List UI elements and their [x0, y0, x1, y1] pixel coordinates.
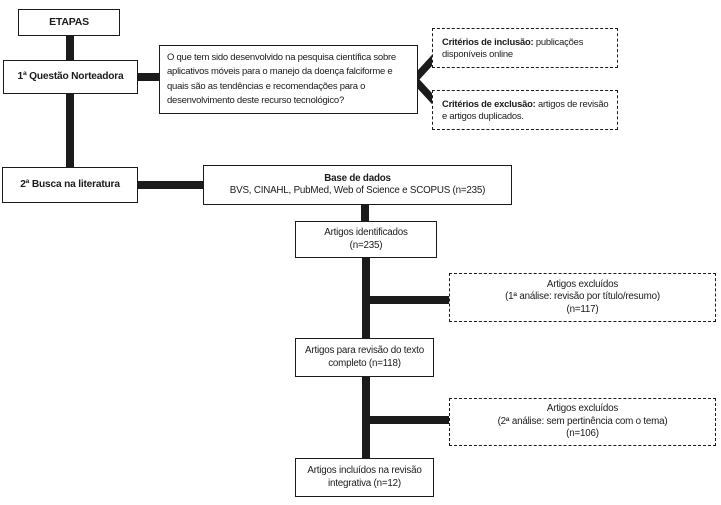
- criterios-exclusao-detail: artigos de revisão e artigos duplicados.: [442, 98, 609, 121]
- base-dados-detail: BVS, CINAHL, PubMed, Web of Science e SC…: [229, 185, 486, 196]
- etapas-box: ETAPAS: [18, 9, 120, 36]
- connector-questao-pergunta: [136, 73, 160, 81]
- criterios-inclusao-box: Critérios de inclusão: publicações dispo…: [432, 28, 618, 68]
- artigos-incluidos-box: Artigos incluídos na revisão integrativa…: [295, 458, 434, 497]
- base-dados-title: Base de dados: [324, 172, 391, 184]
- busca-literatura-box: 2ª Busca na literatura: [2, 167, 138, 203]
- artigos-excluidos-1-line1: Artigos excluídos: [546, 278, 619, 290]
- artigos-excluidos-2-line1: Artigos excluídos: [546, 403, 619, 415]
- artigos-excluidos-2-line3: (n=106): [566, 428, 599, 440]
- connector-etapas-questao: [66, 34, 74, 61]
- artigos-incluidos-label: Artigos incluídos na revisão integrativa…: [307, 465, 422, 489]
- criterios-inclusao-label: Critérios de inclusão:: [442, 36, 534, 47]
- connector-busca-basedados: [136, 181, 204, 189]
- criterios-inclusao-text: Critérios de inclusão: publicações dispo…: [442, 36, 611, 60]
- revisao-texto-completo-label: Artigos para revisão do texto completo (…: [305, 345, 424, 369]
- connector-spine-excluidos2: [366, 416, 450, 424]
- pergunta-line2: aplicativos móveis para o manejo da doen…: [167, 66, 393, 78]
- criterios-exclusao-label: Critérios de exclusão:: [442, 98, 536, 109]
- artigos-excluidos-2-box: Artigos excluídos (2ª análise: sem perti…: [449, 398, 716, 446]
- base-dados-box: Base de dados BVS, CINAHL, PubMed, Web o…: [203, 165, 512, 205]
- artigos-excluidos-1-box: Artigos excluídos (1ª análise: revisão p…: [449, 273, 716, 322]
- criterios-inclusao-detail: publicações disponíveis online: [442, 36, 584, 59]
- artigos-excluidos-1-line2: (1ª análise: revisão por título/resumo): [505, 291, 660, 303]
- criterios-exclusao-box: Critérios de exclusão: artigos de revisã…: [432, 90, 618, 130]
- artigos-excluidos-2-line2: (2ª análise: sem pertinência com o tema): [497, 415, 668, 427]
- artigos-identificados-line2: (n=235): [349, 239, 383, 251]
- artigos-excluidos-1-line3: (n=117): [566, 303, 599, 315]
- etapas-label: ETAPAS: [49, 16, 89, 29]
- pergunta-line1: O que tem sido desenvolvido na pesquisa …: [167, 52, 396, 64]
- pergunta-line3: quais são as tendências e recomendações …: [167, 80, 366, 92]
- connector-questao-busca: [66, 93, 74, 168]
- revisao-texto-completo-box: Artigos para revisão do texto completo (…: [295, 338, 434, 377]
- questao-norteadora-label: 1ª Questão Norteadora: [17, 70, 124, 82]
- connector-spine-excluidos1: [366, 296, 450, 304]
- questao-norteadora-box: 1ª Questão Norteadora: [3, 60, 138, 94]
- connector-basedados-identificados: [361, 204, 369, 222]
- pergunta-line4: desenvolvimento deste recurso tecnológic…: [167, 94, 344, 106]
- pergunta-box: O que tem sido desenvolvido na pesquisa …: [159, 45, 418, 114]
- busca-literatura-label: 2ª Busca na literatura: [20, 178, 120, 190]
- artigos-identificados-line1: Artigos identificados: [324, 227, 408, 238]
- criterios-exclusao-text: Critérios de exclusão: artigos de revisã…: [442, 98, 611, 122]
- artigos-identificados-box: Artigos identificados (n=235): [295, 221, 437, 258]
